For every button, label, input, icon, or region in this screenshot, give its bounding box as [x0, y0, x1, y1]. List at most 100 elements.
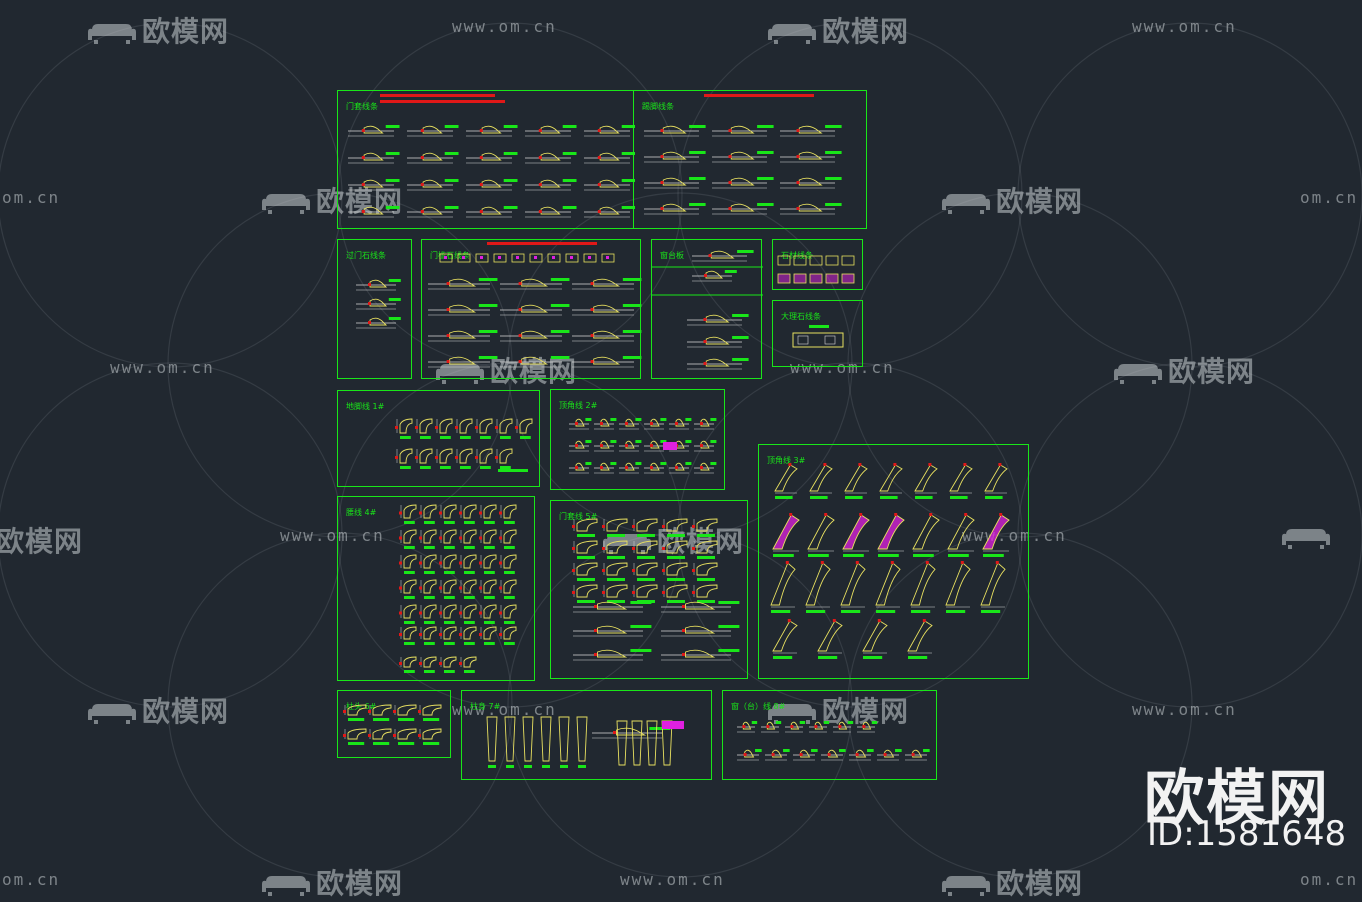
section-drawing	[809, 255, 823, 266]
drawing-canvas	[644, 94, 842, 215]
profile-drawing	[914, 463, 938, 499]
profile-drawing	[644, 203, 706, 215]
watermark-arc	[1017, 362, 1362, 708]
profile-drawing	[419, 554, 437, 574]
profile-drawing	[631, 720, 643, 766]
drawing-panel-6[interactable]: 柱头 6#	[337, 690, 451, 758]
profile-drawing	[594, 462, 617, 474]
profile-drawing	[540, 716, 552, 762]
profile-drawing	[907, 619, 933, 659]
profile-drawing	[602, 562, 628, 581]
drawing-panel-7[interactable]: 柱身 7#	[461, 690, 712, 780]
watermark-arc	[847, 192, 1193, 538]
profile-drawing	[584, 125, 635, 137]
profile-drawing	[499, 579, 517, 599]
profile-drawing	[419, 529, 437, 549]
profile-drawing	[875, 561, 901, 613]
profile-drawing	[455, 418, 473, 439]
profile-drawing	[737, 749, 762, 761]
profile-drawing	[356, 279, 401, 291]
profile-drawing	[399, 504, 417, 524]
profile-drawing	[479, 504, 497, 524]
panel-title: 门套线 5#	[559, 512, 598, 521]
section-drawing	[793, 255, 807, 266]
profile-drawing	[499, 504, 517, 524]
section-drawing	[601, 253, 615, 263]
section-drawing	[841, 273, 855, 284]
profile-drawing	[644, 151, 706, 163]
watermark-arc	[507, 532, 853, 878]
panel-title: 顶角线 2#	[559, 401, 598, 410]
profile-drawing	[687, 358, 749, 370]
profile-drawing	[356, 298, 401, 310]
profile-drawing	[428, 278, 498, 290]
profile-drawing	[525, 179, 577, 191]
label-bar	[524, 765, 532, 768]
panel-title: 地脚线 1#	[346, 402, 385, 411]
profile-drawing	[584, 179, 635, 191]
profile-drawing	[694, 418, 717, 430]
profile-drawing	[569, 418, 592, 430]
drawing-panel-stone-line[interactable]: 石材线条	[772, 239, 863, 290]
profile-drawing	[572, 304, 642, 316]
drawing-panel-1[interactable]: 地脚线 1#	[337, 390, 540, 487]
profile-drawing	[500, 330, 570, 342]
section-mark	[570, 256, 573, 259]
profile-drawing	[662, 562, 688, 581]
drawing-canvas	[572, 518, 740, 661]
profile-drawing	[809, 463, 833, 499]
profile-drawing	[500, 278, 570, 290]
title-underline	[704, 94, 814, 97]
drawing-canvas	[348, 94, 635, 218]
profile-drawing	[692, 250, 754, 262]
profile-drawing	[399, 529, 417, 549]
profile-drawing	[393, 704, 417, 721]
drawing-panel-window-sill[interactable]: 窗台板	[651, 239, 763, 379]
label-bar	[809, 325, 829, 328]
profile-drawing	[842, 513, 870, 557]
profile-drawing	[761, 721, 782, 733]
section-drawing	[439, 253, 453, 263]
profile-drawing	[984, 463, 1008, 499]
drawing-panel-door-trim[interactable]: 门套线条	[337, 90, 635, 229]
drawing-panel-4[interactable]: 腰线 4#	[337, 496, 535, 681]
profile-drawing	[912, 513, 940, 557]
profile-drawing	[479, 626, 497, 645]
profile-drawing	[669, 462, 692, 474]
profile-drawing	[737, 721, 758, 733]
profile-drawing	[459, 529, 477, 549]
drawing-panel-8[interactable]: 窗（台）线 8#	[722, 690, 937, 780]
drawing-panel-2[interactable]: 顶角线 2#	[550, 389, 725, 490]
profile-drawing	[774, 463, 798, 499]
profile-drawing	[594, 440, 617, 452]
profile-drawing	[772, 619, 798, 659]
profile-drawing	[632, 540, 658, 559]
drawing-panel-skirting[interactable]: 踢脚线条	[633, 90, 867, 229]
section-mark	[480, 256, 483, 259]
section-mark	[662, 721, 684, 729]
profile-drawing	[515, 418, 533, 439]
drawing-panel-3[interactable]: 顶角线 3#	[758, 444, 1029, 679]
label-bar	[488, 765, 496, 768]
profile-drawing	[500, 304, 570, 316]
drawing-panel-marble-line[interactable]: 大理石线条	[772, 300, 863, 367]
title-underline	[380, 100, 505, 103]
drawing-panel-door-sill[interactable]: 门槛石线条	[421, 239, 642, 379]
profile-drawing	[712, 177, 774, 189]
profile-drawing	[459, 579, 477, 599]
profile-drawing	[662, 584, 688, 603]
drawing-panel-threshold[interactable]: 过门石线条	[337, 239, 412, 379]
profile-drawing	[821, 749, 846, 761]
drawing-panel-5[interactable]: 门套线 5#	[550, 500, 748, 679]
profile-drawing	[439, 626, 457, 645]
title-underline	[487, 242, 597, 245]
profile-drawing	[407, 206, 459, 218]
profile-drawing	[809, 721, 830, 733]
profile-drawing	[348, 179, 400, 191]
profile-drawing	[466, 179, 518, 191]
profile-drawing	[368, 728, 392, 745]
panel-title: 门槛石线条	[430, 251, 470, 260]
panel-title: 柱头 6#	[346, 702, 377, 711]
drawing-canvas	[395, 418, 533, 472]
profile-drawing	[780, 203, 842, 215]
